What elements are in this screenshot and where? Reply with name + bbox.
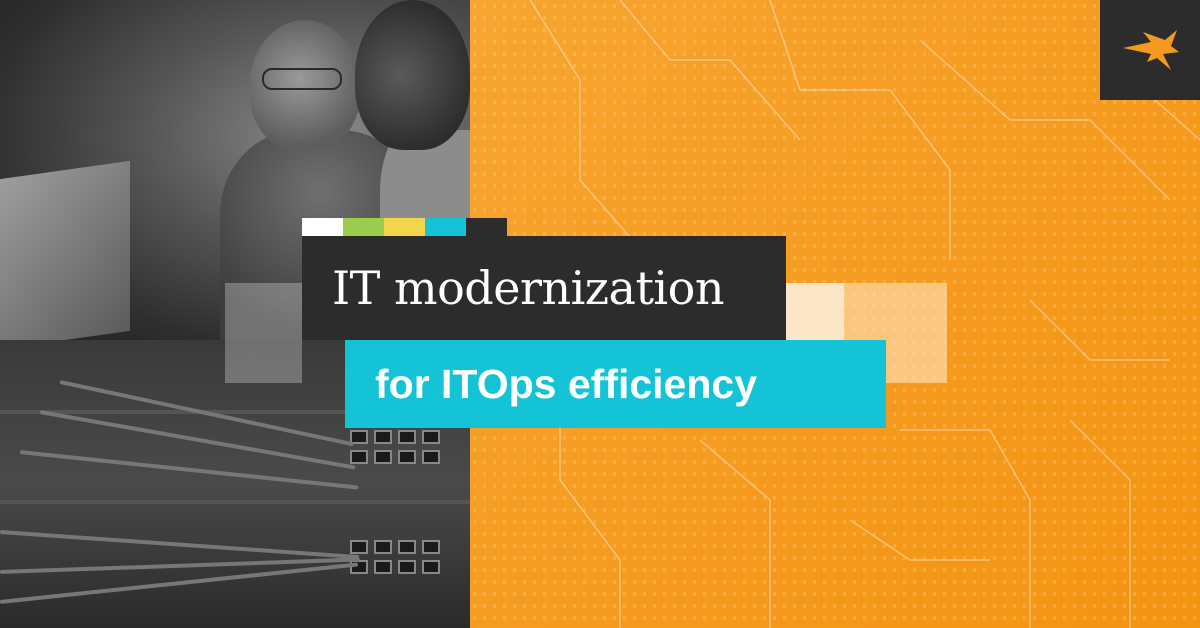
subheadline-box: for ITOps efficiency [345, 340, 886, 428]
color-strip [302, 218, 507, 236]
glasses-shape [262, 68, 342, 90]
solarwinds-flare-icon [1123, 30, 1179, 70]
switch-ports [350, 430, 440, 464]
brand-logo [1100, 0, 1200, 100]
strip-dark [466, 218, 507, 236]
ethernet-cable [19, 450, 359, 490]
rack-rail [0, 500, 470, 504]
strip-teal [425, 218, 466, 236]
ethernet-cable [0, 530, 360, 560]
laptop-shape [0, 160, 130, 350]
strip-yellow [384, 218, 425, 236]
person-two-head [355, 0, 470, 150]
rack-rail [0, 410, 470, 414]
headline-line-2: for ITOps efficiency [375, 360, 758, 407]
switch-ports [350, 540, 440, 574]
decorative-block [786, 283, 844, 340]
strip-white [302, 218, 343, 236]
decorative-block [225, 283, 302, 383]
headline-box: IT modernization [302, 236, 786, 340]
strip-green [343, 218, 384, 236]
headline-line-1: IT modernization [332, 261, 724, 315]
